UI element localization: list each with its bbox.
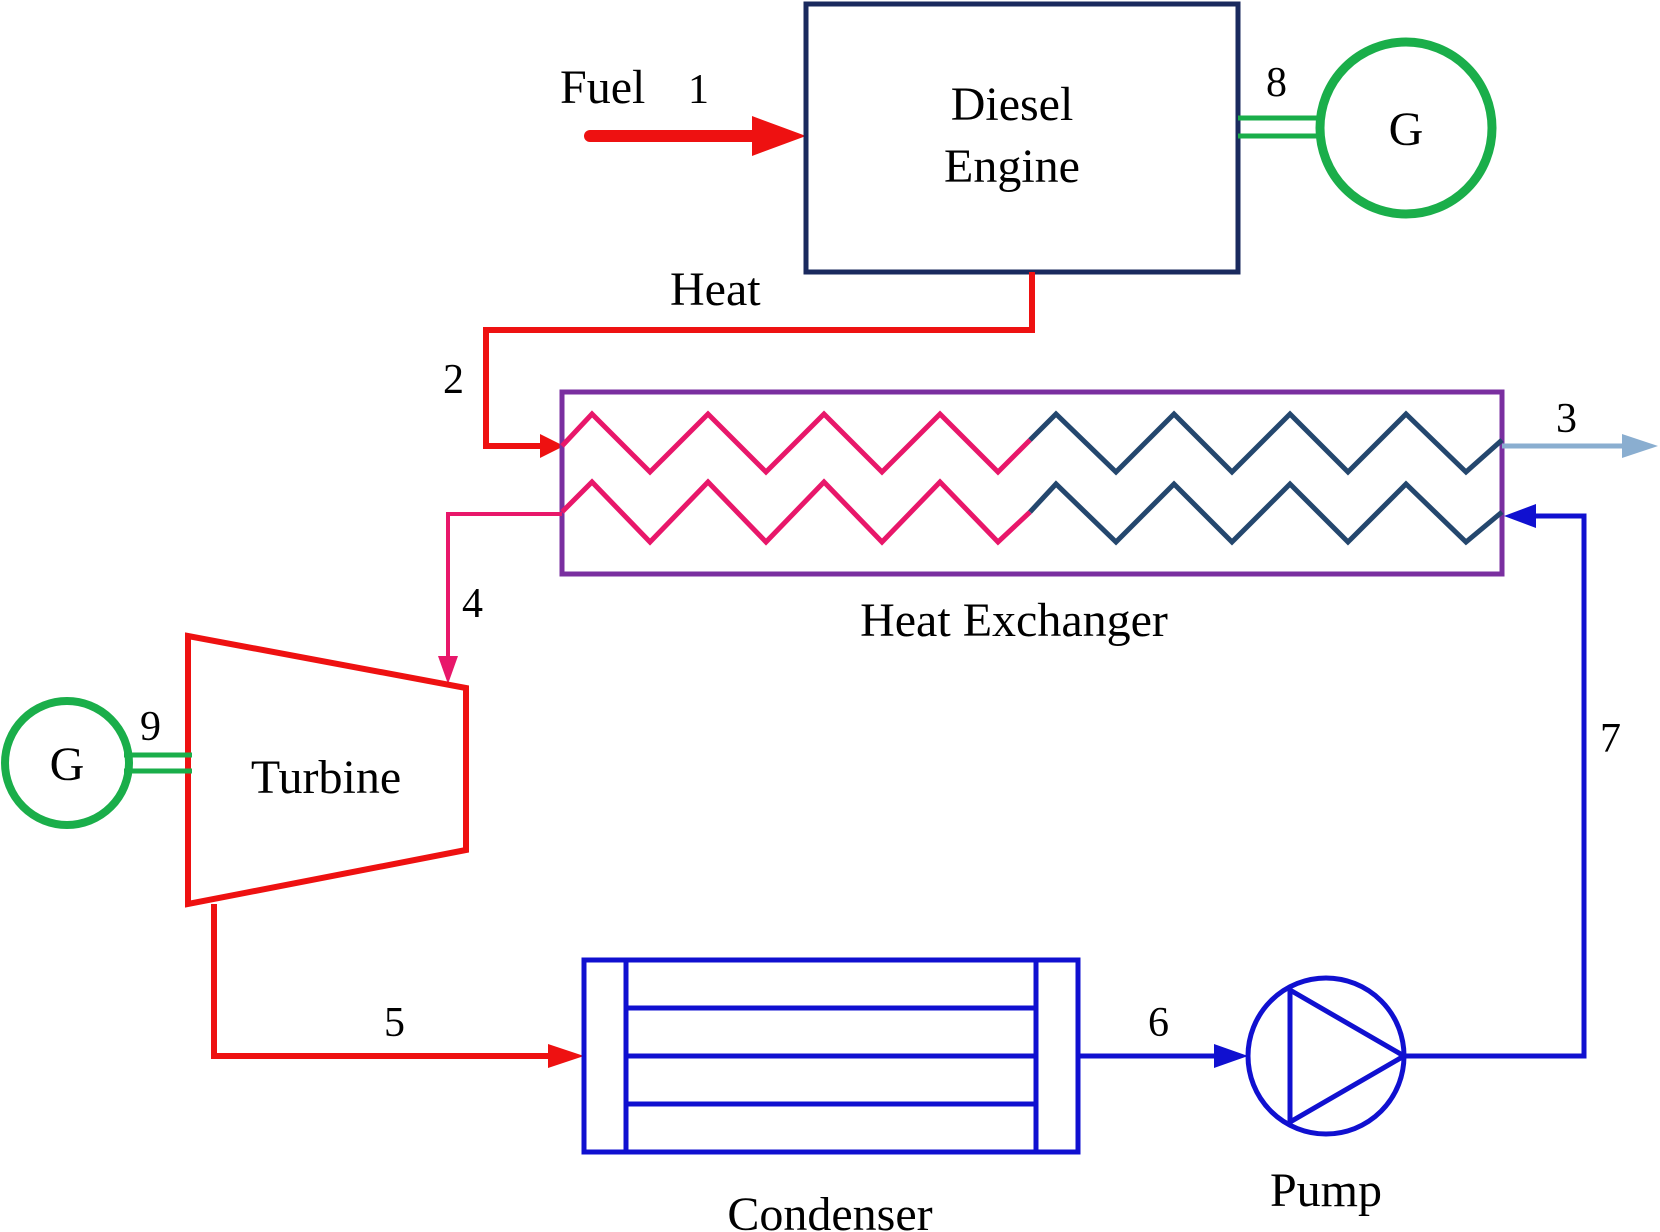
state-6-label: 6 — [1148, 1000, 1169, 1046]
heat-exchanger-box — [559, 389, 1505, 577]
left-generator-circle — [1, 697, 133, 829]
fuel-label: Fuel — [560, 61, 645, 114]
state-9-label: 9 — [140, 704, 161, 750]
turbine-outlet-line — [211, 904, 560, 1059]
turbine-shape — [185, 632, 469, 908]
pump-triangle — [1287, 985, 1409, 1127]
state-5-label: 5 — [384, 1000, 405, 1046]
pump-inlet-arrowhead — [1214, 1044, 1248, 1068]
turbine-label: Turbine — [251, 751, 401, 804]
diesel-engine-label-line1: Diesel — [951, 78, 1074, 131]
condenser-inlet-arrowhead — [548, 1044, 584, 1068]
state-4-label: 4 — [462, 581, 483, 627]
top-generator-label: G — [1389, 103, 1424, 156]
diesel-engine-box — [803, 1, 1241, 275]
heat-line — [483, 272, 1035, 449]
fuel-inlet-arrow — [584, 116, 806, 156]
left-generator-label: G — [50, 738, 85, 791]
state-8-label: 8 — [1266, 60, 1287, 106]
state-2-label: 2 — [443, 357, 464, 403]
heat-exchanger-working-coil-cool — [1028, 480, 1504, 546]
heat-exchanger-label: Heat Exchanger — [860, 594, 1168, 647]
heat-exchanger-exhaust-coil-cool — [1028, 410, 1504, 476]
top-generator-shaft — [1238, 115, 1320, 139]
heat-exchanger-exhaust-coil-hot — [560, 410, 1032, 476]
exhaust-outlet-arrowhead — [1622, 434, 1658, 458]
diesel-engine-label-line2: Engine — [944, 140, 1080, 193]
turbine-inlet-arrowhead — [438, 656, 458, 684]
top-generator-circle — [1315, 37, 1497, 219]
condenser — [581, 957, 1081, 1155]
exchanger-inlet-arrowhead — [1504, 504, 1536, 528]
pump-circle — [1245, 975, 1407, 1137]
heat-label: Heat — [670, 263, 761, 316]
pump-outlet-line — [1404, 513, 1587, 1059]
state-1-label: 1 — [688, 67, 709, 113]
state-7-label: 7 — [1600, 716, 1621, 762]
condenser-label: Condenser — [727, 1188, 932, 1232]
heat-exchanger-working-coil-hot — [560, 478, 1032, 546]
pump-label: Pump — [1270, 1164, 1382, 1217]
heat-inlet-arrowhead — [540, 434, 564, 458]
state-3-label: 3 — [1556, 396, 1577, 442]
left-generator-shaft — [124, 752, 192, 774]
turbine-inlet-line — [446, 512, 562, 666]
